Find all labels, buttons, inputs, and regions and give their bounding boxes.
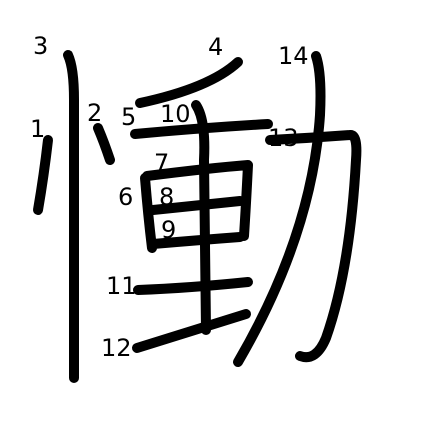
stroke-13 — [265, 130, 362, 363]
stroke-number-4: 4 — [208, 33, 223, 61]
stroke-number-14: 14 — [278, 42, 309, 70]
character-strokes — [33, 50, 362, 383]
stroke-9 — [148, 232, 245, 249]
stroke-3 — [63, 50, 79, 383]
stroke-number-7: 7 — [154, 149, 169, 177]
stroke-1 — [33, 135, 53, 215]
stroke-number-labels: 1 2 3 4 5 6 7 8 9 10 11 12 13 14 — [30, 32, 309, 362]
stroke-number-3: 3 — [33, 32, 48, 60]
stroke-number-2: 2 — [87, 99, 102, 127]
stroke-number-11: 11 — [106, 272, 137, 300]
stroke-10 — [191, 100, 211, 335]
stroke-number-13: 13 — [268, 124, 299, 152]
stroke-4 — [135, 57, 243, 108]
stroke-14 — [233, 51, 326, 367]
stroke-number-9: 9 — [161, 216, 176, 244]
stroke-number-8: 8 — [159, 183, 174, 211]
stroke-7 — [142, 160, 253, 241]
stroke-number-1: 1 — [30, 115, 45, 143]
stroke-8 — [148, 196, 245, 215]
stroke-12 — [132, 309, 251, 353]
stroke-number-5: 5 — [121, 103, 136, 131]
stroke-2 — [93, 123, 115, 165]
stroke-number-12: 12 — [101, 334, 132, 362]
stroke-number-10: 10 — [160, 100, 191, 128]
stroke-number-6: 6 — [118, 183, 133, 211]
stroke-11 — [133, 277, 253, 295]
